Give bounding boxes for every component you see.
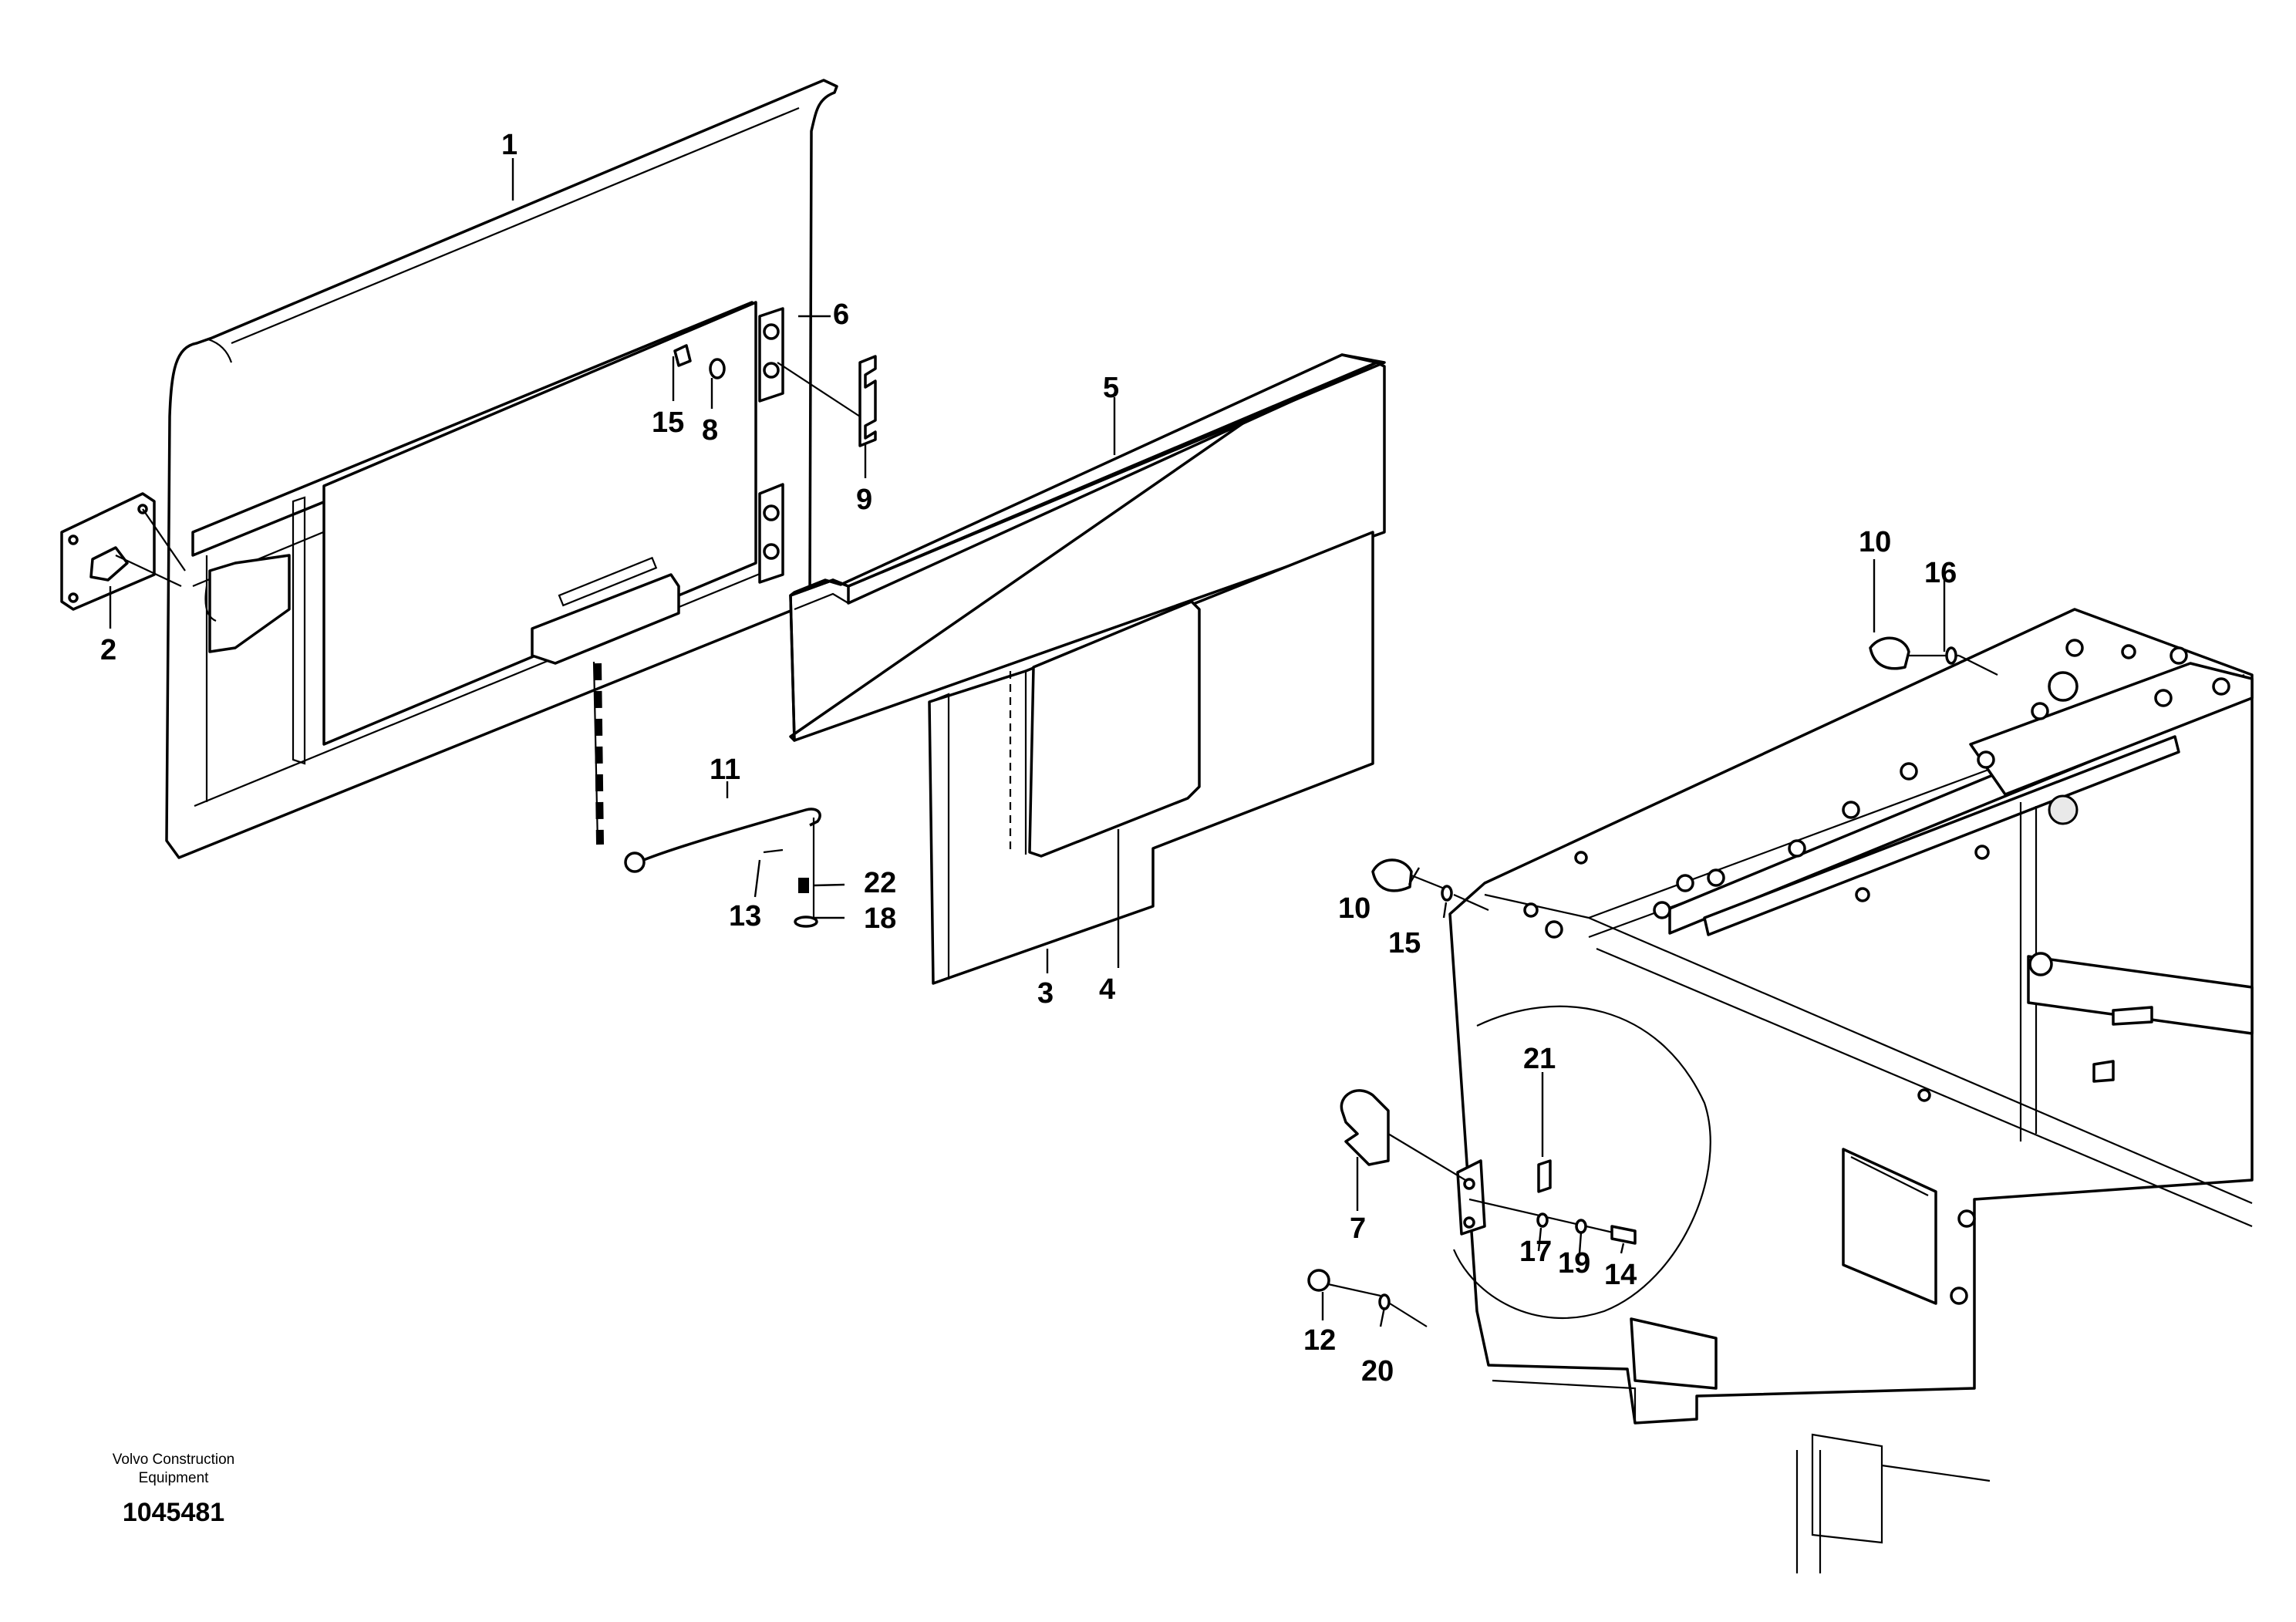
hinge-and-shim — [673, 344, 877, 447]
callout-21: 21 — [1523, 1043, 1556, 1075]
callout-19: 19 — [1558, 1247, 1590, 1280]
callout-20: 20 — [1361, 1355, 1394, 1388]
callout-16: 16 — [1924, 557, 1957, 589]
callout-10-upper: 10 — [1859, 526, 1891, 558]
callout-15-upper: 15 — [652, 406, 684, 439]
callout-5: 5 — [1103, 372, 1119, 404]
footer: Volvo Construction Equipment 1045481 — [113, 1452, 234, 1527]
clip-part — [1340, 1089, 1466, 1181]
bolt-lower — [1307, 1269, 1428, 1327]
handle-rod-assembly — [592, 661, 821, 928]
insulation-lower-panel — [928, 531, 1374, 985]
callout-7: 7 — [1350, 1212, 1366, 1245]
callout-14: 14 — [1604, 1259, 1637, 1291]
insulation-top-panel — [789, 353, 1386, 742]
footer-company-line2: Equipment — [139, 1470, 210, 1486]
frame-bolts — [1523, 639, 2230, 1305]
callout-8: 8 — [702, 414, 718, 447]
cap-bolt-left — [1371, 858, 1489, 912]
callout-15-left: 15 — [1388, 927, 1421, 959]
callout-12: 12 — [1303, 1324, 1336, 1357]
callout-1: 1 — [501, 129, 518, 161]
callout-11: 11 — [710, 754, 740, 786]
footer-drawing-number: 1045481 — [123, 1498, 224, 1527]
callout-18: 18 — [864, 902, 896, 935]
callout-17: 17 — [1519, 1236, 1552, 1268]
callout-22: 22 — [864, 867, 896, 899]
latch-bracket — [60, 492, 186, 611]
callout-13: 13 — [729, 900, 761, 932]
callout-3: 3 — [1037, 977, 1054, 1010]
machine-frame — [1448, 608, 2254, 1573]
callout-4: 4 — [1099, 973, 1115, 1006]
callout-labels: 1 2 3 4 5 6 7 8 9 10 10 11 12 13 14 15 1… — [100, 129, 1957, 1388]
cap-bolt-upper — [1869, 636, 1998, 676]
callout-9: 9 — [856, 484, 872, 516]
callout-2: 2 — [100, 634, 116, 666]
callout-10-left: 10 — [1338, 892, 1371, 925]
callout-6: 6 — [833, 298, 849, 331]
footer-company-line1: Volvo Construction — [113, 1452, 234, 1468]
leader-lines — [109, 158, 1946, 1327]
door-frame — [165, 79, 838, 859]
